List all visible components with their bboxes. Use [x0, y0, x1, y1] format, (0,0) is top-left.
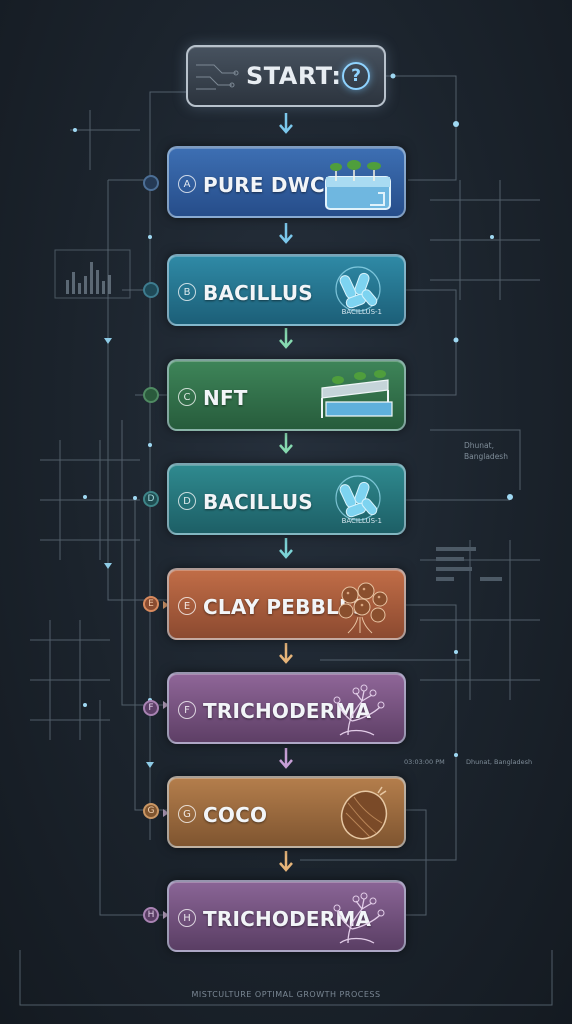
nft-channel-icon	[321, 370, 393, 418]
side-node-h: H	[143, 907, 159, 923]
arrow-down-icon	[279, 851, 293, 872]
question-icon: ?	[342, 62, 370, 90]
step-letter-badge: F	[178, 701, 196, 719]
location-label: Dhunat, Bangladesh	[464, 441, 508, 461]
footer-caption: MISTCULTURE OPTIMAL GROWTH PROCESS	[191, 990, 381, 999]
step-h-trichoderma: H TRICHODERMA	[167, 880, 406, 952]
side-node-c	[143, 387, 159, 403]
step-label: NFT	[203, 386, 248, 410]
time-label: 03:03:00 PM	[404, 758, 445, 766]
side-node-d: D	[143, 491, 159, 507]
arrow-down-icon	[279, 223, 293, 244]
bacteria-icon	[335, 475, 381, 521]
step-letter-badge: G	[178, 805, 196, 823]
side-node-b	[143, 282, 159, 298]
step-f-trichoderma: F TRICHODERMA	[167, 672, 406, 744]
bacteria-icon	[335, 266, 381, 312]
step-label: TRICHODERMA	[203, 907, 372, 931]
arrow-down-icon	[279, 643, 293, 664]
icon-caption: BACILLUS-1	[341, 308, 382, 316]
step-label: BACILLUS	[203, 490, 313, 514]
arrow-down-icon	[279, 328, 293, 349]
fungus-icon	[333, 892, 385, 944]
step-g-coco: G COCO	[167, 776, 406, 848]
step-a-pure-dwc: A PURE DWC	[167, 146, 406, 218]
step-label: BACILLUS	[203, 281, 313, 305]
step-b-bacillus: B BACILLUS BACILLUS-1	[167, 254, 406, 326]
coconut-icon	[340, 786, 388, 840]
step-d-bacillus: D BACILLUS BACILLUS-1	[167, 463, 406, 535]
step-letter-badge: D	[178, 492, 196, 510]
circuit-trace-icon	[196, 64, 239, 90]
start-node: START: ?	[186, 45, 386, 107]
step-c-nft: C NFT	[167, 359, 406, 431]
arrow-down-icon	[279, 538, 293, 559]
location-label: Dhunat, Bangladesh	[466, 758, 533, 766]
step-label: PURE DWC	[203, 173, 325, 197]
fungus-icon	[333, 684, 385, 736]
hydroponic-dwc-icon	[325, 160, 391, 210]
step-label: TRICHODERMA	[203, 699, 372, 723]
start-label: START:	[246, 62, 342, 90]
step-letter-badge: B	[178, 283, 196, 301]
arrow-down-icon	[279, 433, 293, 454]
arrow-down-icon	[279, 113, 293, 134]
step-label: COCO	[203, 803, 268, 827]
side-node-e: E	[143, 596, 159, 612]
arrow-down-icon	[279, 748, 293, 769]
side-node-a	[143, 175, 159, 191]
clay-pebbles-icon	[338, 582, 388, 634]
step-letter-badge: A	[178, 175, 196, 193]
step-letter-badge: E	[178, 597, 196, 615]
step-letter-badge: C	[178, 388, 196, 406]
side-node-g: G	[143, 803, 159, 819]
step-e-clay-pebbles: E CLAY PEBBLES	[167, 568, 406, 640]
icon-caption: BACILLUS-1	[341, 517, 382, 525]
step-letter-badge: H	[178, 909, 196, 927]
side-node-f: F	[143, 700, 159, 716]
